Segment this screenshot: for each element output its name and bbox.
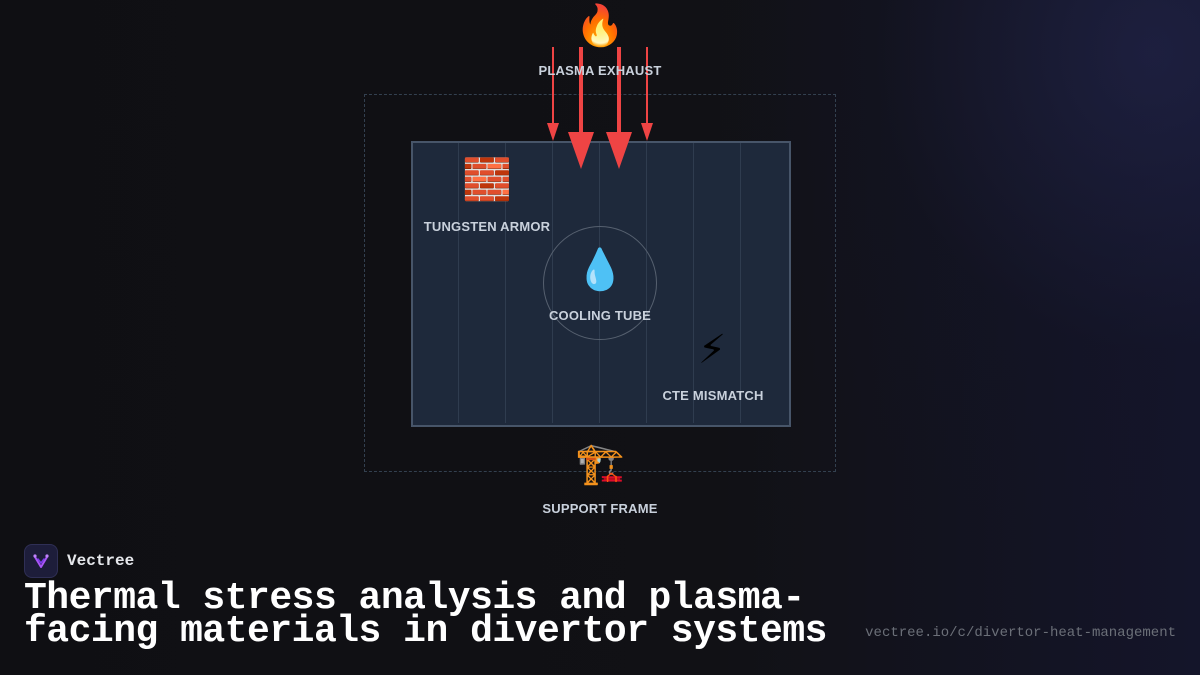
grid-line — [740, 143, 741, 423]
tungsten-armor-label: TUNGSTEN ARMOR — [423, 219, 551, 234]
droplet-icon: 💧 — [575, 247, 625, 293]
grid-line — [505, 143, 506, 423]
grid-line — [458, 143, 459, 423]
cooling-tube-label: COOLING TUBE — [548, 308, 652, 323]
brick-icon: 🧱 — [462, 157, 512, 203]
vectree-logo-icon — [24, 544, 58, 578]
crane-icon: 🏗️ — [575, 441, 625, 487]
page-title: Thermal stress analysis and plasma-facin… — [24, 577, 827, 653]
cooling-tube-ring — [543, 226, 657, 340]
brand[interactable]: Vectree — [24, 544, 134, 578]
support-frame-label: SUPPORT FRAME — [542, 501, 658, 516]
lightning-icon: ⚡ — [697, 327, 727, 373]
grid-line — [693, 143, 694, 423]
plasma-exhaust-label: PLASMA EXHAUST — [538, 63, 662, 78]
divertor-boundary — [364, 94, 836, 472]
source-url[interactable]: vectree.io/c/divertor-heat-management — [865, 625, 1176, 641]
brand-name: Vectree — [67, 552, 135, 570]
cte-mismatch-label: CTE MISMATCH — [662, 388, 764, 403]
fire-icon: 🔥 — [575, 3, 625, 49]
